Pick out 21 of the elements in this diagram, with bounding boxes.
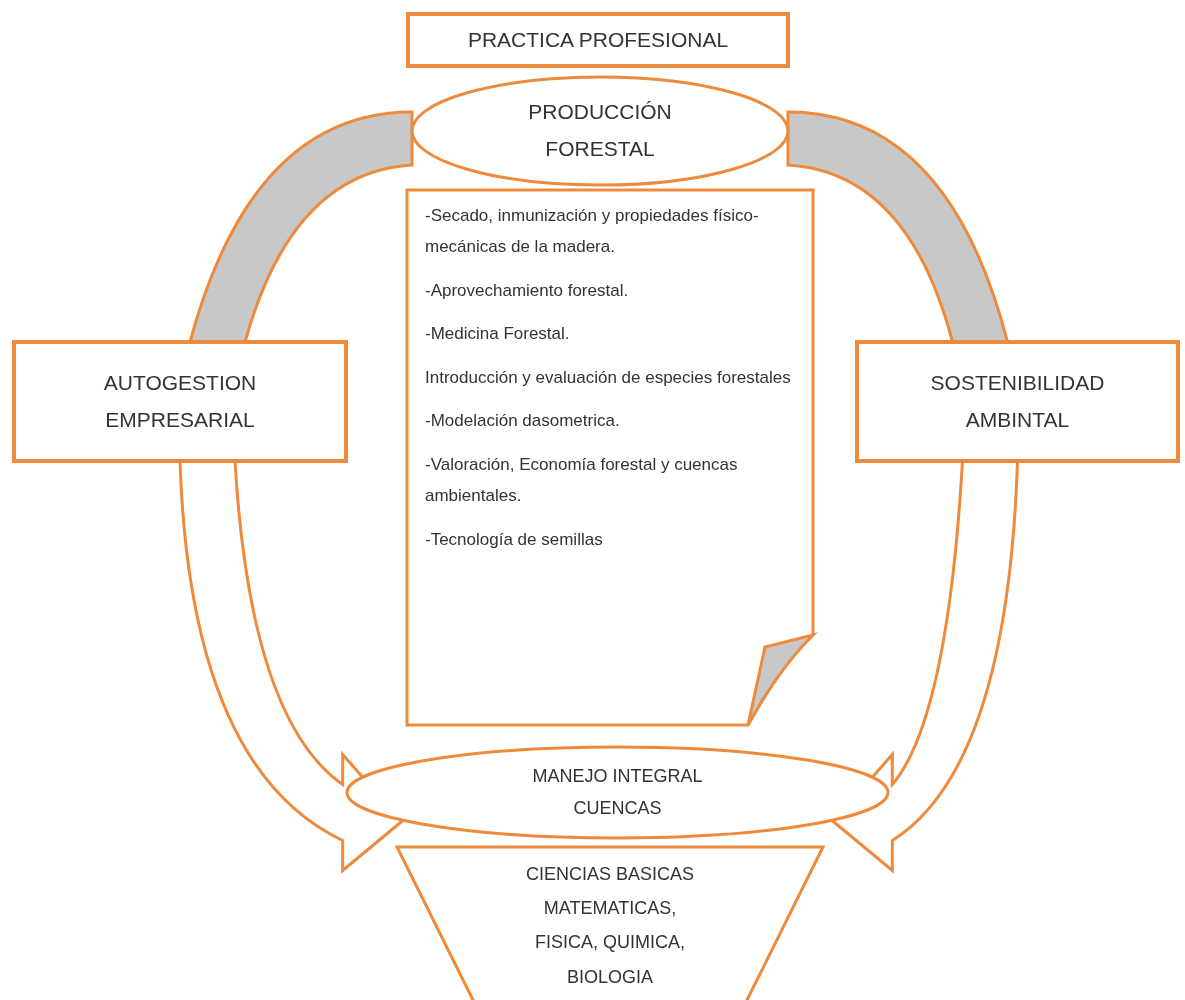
list-item: -Secado, inmunización y propiedades físico-mecánicas de la madera. bbox=[425, 205, 760, 259]
list-item: -Tecnología de semillas bbox=[425, 528, 603, 551]
title-box bbox=[406, 12, 790, 68]
list-item: -Medicina Forestal. bbox=[425, 323, 570, 346]
ellipse-node bbox=[345, 745, 890, 840]
process-box bbox=[855, 340, 1180, 463]
node-label: SOSTENIBILIDAD AMBINTAL bbox=[929, 369, 1106, 433]
node-label: AUTOGESTION EMPRESARIAL bbox=[102, 369, 258, 433]
node-label: MATEMATICAS, FISICA, QUIMICA, BIOLOGIA bbox=[534, 897, 686, 989]
node-label: PRODUCCIÓN FORESTAL bbox=[527, 99, 673, 162]
node-label: CIENCIAS BASICAS bbox=[525, 863, 694, 886]
list-item: -Aprovechamiento forestal. bbox=[425, 279, 629, 302]
ellipse-node bbox=[410, 75, 790, 187]
list-item: Introducción y evaluación de especies forestales bbox=[425, 366, 791, 389]
list-item: -Modelación dasometrica. bbox=[425, 410, 620, 433]
trapezoid-node bbox=[395, 845, 825, 1000]
document-shape bbox=[405, 188, 815, 727]
process-box bbox=[12, 340, 348, 463]
node-label: PRACTICA PROFESIONAL bbox=[467, 26, 729, 53]
node-label: MANEJO INTEGRAL CUENCAS bbox=[531, 765, 704, 820]
list-item: -Valoración, Economía forestal y cuencas ambientales. bbox=[425, 453, 739, 508]
